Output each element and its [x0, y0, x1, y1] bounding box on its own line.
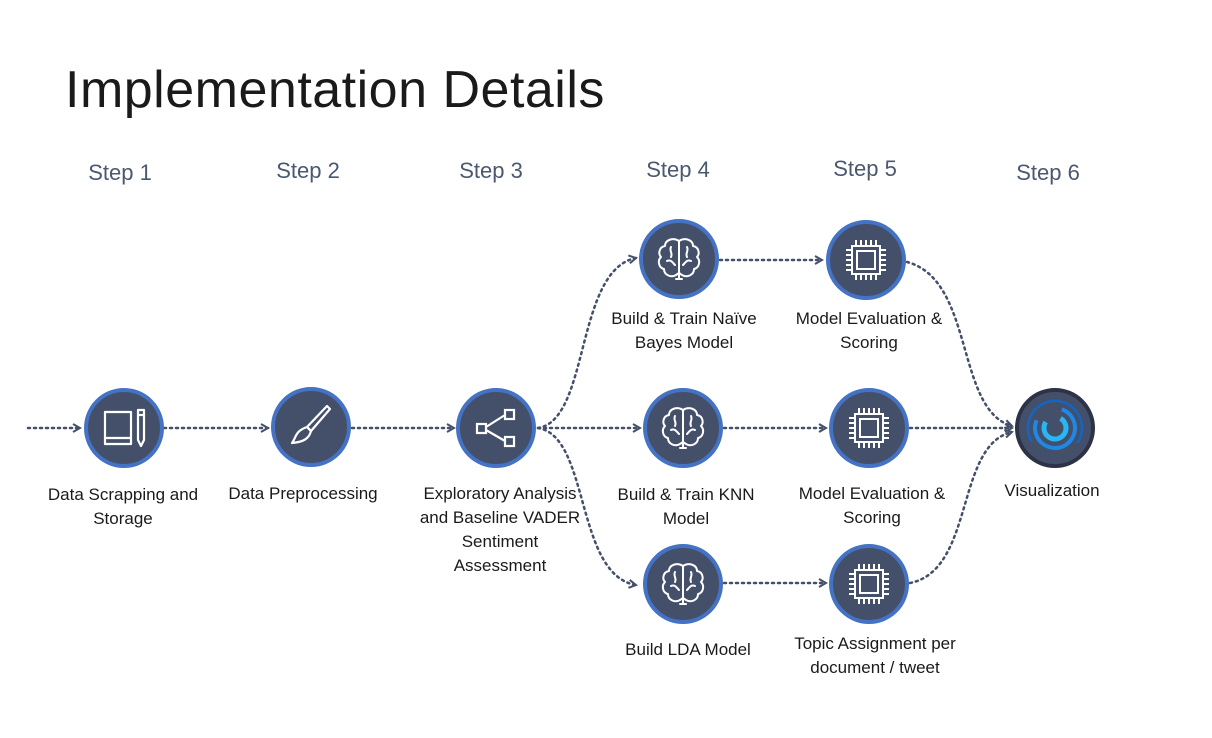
node-model-evaluation-1	[826, 220, 906, 300]
node-exploratory-analysis	[456, 388, 536, 468]
node-model-evaluation-2	[829, 388, 909, 468]
brain-icon	[661, 563, 705, 605]
label-line: Scoring	[840, 333, 898, 352]
label-visualization: Visualization	[1004, 479, 1099, 503]
label-line: Model Evaluation &	[798, 484, 946, 503]
label-line: Build & Train Naïve	[611, 309, 757, 328]
node-data-scrapping	[84, 388, 164, 468]
label-topic-assignment: Topic Assignment per document / tweet	[794, 632, 956, 680]
brain-icon	[661, 407, 705, 449]
label-data-scrapping: Data Scrapping and Storage	[48, 483, 198, 531]
label-line: Bayes Model	[634, 333, 734, 352]
label-line: Build LDA Model	[625, 640, 751, 659]
label-build-lda: Build LDA Model	[625, 638, 751, 662]
label-model-evaluation-2: Model Evaluation & Scoring	[799, 482, 945, 530]
step-6-heading: Step 6	[1016, 160, 1080, 185]
label-exploratory-analysis: Exploratory Analysis and Baseline VADER …	[420, 482, 580, 578]
label-line: Exploratory Analysis	[423, 484, 577, 503]
share-network-icon	[475, 408, 516, 448]
connector-topic-viz	[908, 432, 1012, 585]
step-5-heading: Step 5	[833, 156, 897, 181]
label-line: Data Scrapping and	[47, 485, 199, 504]
label-line: Storage	[93, 509, 153, 528]
step-2-heading: Step 2	[276, 158, 340, 183]
notebook-pencil-icon	[103, 408, 146, 448]
label-line: Sentiment	[461, 532, 539, 551]
cpu-chip-icon	[846, 240, 886, 280]
label-line: Scoring	[843, 508, 901, 527]
label-model-evaluation-1: Model Evaluation & Scoring	[796, 307, 942, 355]
step-4-heading: Step 4	[646, 157, 710, 182]
step-1-heading: Step 1	[88, 160, 152, 185]
cpu-chip-icon	[849, 564, 889, 604]
donut-chart-icon	[1026, 399, 1084, 457]
label-data-preprocessing: Data Preprocessing	[228, 482, 377, 506]
label-line: Data Preprocessing	[228, 484, 378, 503]
cpu-chip-icon	[849, 408, 889, 448]
label-line: and Baseline VADER	[419, 508, 581, 527]
node-build-lda	[643, 544, 723, 624]
paintbrush-icon	[290, 404, 332, 445]
label-build-naive-bayes: Build & Train Naïve Bayes Model	[611, 307, 757, 355]
connector-3-lda	[536, 426, 636, 585]
node-build-knn	[643, 388, 723, 468]
node-topic-assignment	[829, 544, 909, 624]
page-title: Implementation Details	[65, 61, 605, 119]
label-line: Visualization	[1004, 481, 1100, 500]
label-line: Assessment	[453, 556, 547, 575]
label-build-knn: Build & Train KNN Model	[618, 483, 755, 531]
step-3-heading: Step 3	[459, 158, 523, 183]
node-build-naive-bayes	[639, 219, 719, 299]
node-visualization	[1015, 388, 1095, 468]
brain-icon	[657, 238, 701, 280]
label-line: Model Evaluation &	[795, 309, 943, 328]
label-line: Model	[662, 509, 710, 528]
node-data-preprocessing	[271, 387, 351, 467]
connector-3-nb	[536, 258, 636, 430]
label-line: document / tweet	[810, 658, 940, 677]
connector-eval1-viz	[905, 260, 1012, 426]
label-line: Build & Train KNN	[617, 485, 755, 504]
label-line: Topic Assignment per	[794, 634, 956, 653]
